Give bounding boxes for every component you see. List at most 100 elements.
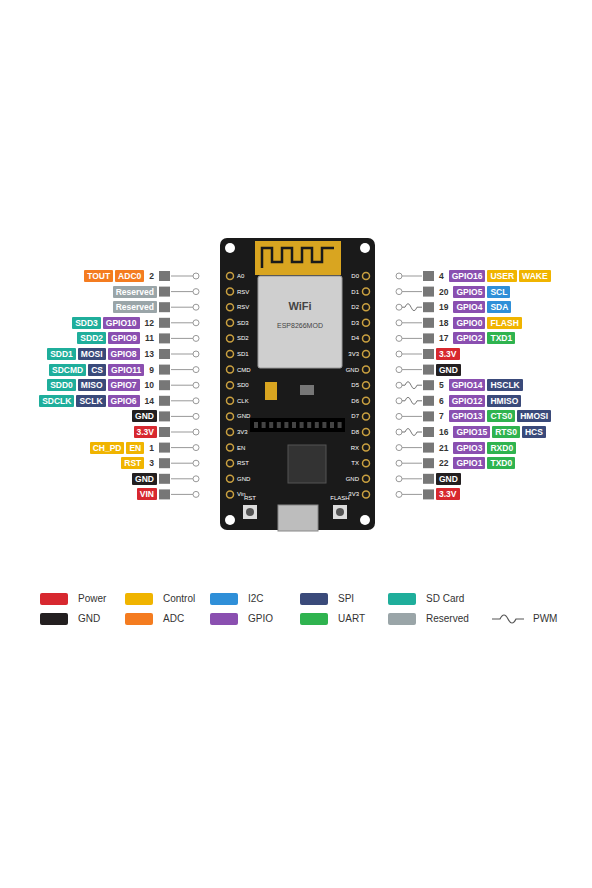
- legend-swatch: [40, 613, 68, 625]
- button-cap: [336, 508, 344, 516]
- pwm-symbol: [402, 382, 422, 389]
- pin-number: 2: [146, 270, 157, 282]
- pin-hole: [363, 319, 370, 326]
- silkscreen-label: D4: [351, 334, 359, 342]
- pin-hole: [227, 444, 234, 451]
- pin-marker: [193, 460, 199, 466]
- spi-tag: HCS: [522, 426, 546, 438]
- leader-line: [171, 385, 193, 386]
- pin-square: [159, 474, 170, 484]
- pin-number: 3: [146, 457, 157, 469]
- gpio-tag: GPIO9: [108, 332, 140, 344]
- legend-text: Reserved: [426, 613, 469, 625]
- pin-square: [159, 380, 170, 390]
- pwm-symbol: [402, 304, 422, 311]
- gpio-tag: GPIO2: [453, 332, 485, 344]
- power-tag: 3.3V: [436, 488, 460, 500]
- pin-square: [159, 287, 170, 297]
- pin-number: 11: [142, 332, 157, 344]
- leader-line: [171, 338, 193, 339]
- pin-hole: [227, 319, 234, 326]
- pin-marker: [193, 320, 199, 326]
- pin-square: [423, 302, 434, 312]
- pin-marker: [193, 429, 199, 435]
- power-tag: VIN: [137, 488, 157, 500]
- pin-number: 21: [436, 442, 451, 454]
- i2c-tag: SCL: [487, 286, 510, 298]
- silkscreen-label: SD2: [237, 334, 249, 342]
- pin-hole: [227, 397, 234, 404]
- leader-line: [171, 447, 193, 448]
- gpio-tag: GPIO14: [449, 379, 486, 391]
- button-cap: [246, 508, 254, 516]
- spi-tag: SCLK: [76, 395, 105, 407]
- component: [300, 385, 314, 395]
- spi-tag: HMISO: [487, 395, 521, 407]
- silkscreen-label: RST: [237, 459, 249, 467]
- legend-swatch: [40, 593, 68, 605]
- header-pin: [284, 422, 288, 428]
- silkscreen-label: D6: [351, 397, 359, 405]
- silkscreen-label: SD3: [237, 319, 249, 327]
- pin-hole: [227, 491, 234, 498]
- control-tag: CH_PD: [90, 442, 125, 454]
- control-tag: WAKE: [519, 270, 551, 282]
- spi-tag: CS: [88, 364, 106, 376]
- leader-line: [171, 307, 193, 308]
- spi-tag: HSCLK: [487, 379, 522, 391]
- gpio-tag: GPIO1: [453, 457, 485, 469]
- pin-number: 17: [436, 332, 451, 344]
- legend-swatch: [125, 613, 153, 625]
- pin-square: [423, 380, 434, 390]
- module-shield: [258, 276, 342, 368]
- silkscreen-label: D8: [351, 428, 359, 436]
- silkscreen-label: GND: [237, 412, 250, 420]
- spi-tag: MOSI: [78, 348, 106, 360]
- antenna-trace: [262, 248, 334, 268]
- power-tag: 3.3V: [436, 348, 460, 360]
- pin-number: 14: [142, 395, 157, 407]
- pin-hole: [227, 288, 234, 295]
- gnd-tag: GND: [436, 364, 461, 376]
- antenna-area: [255, 241, 341, 275]
- pin-square: [423, 396, 434, 406]
- module-marking: WiFi: [288, 300, 311, 313]
- pin-marker: [396, 476, 402, 482]
- pin-hole: [363, 397, 370, 404]
- board: [220, 238, 375, 530]
- pin-hole: [227, 382, 234, 389]
- uart-tag: TXD1: [487, 332, 515, 344]
- pin-square: [159, 443, 170, 453]
- pin-number: 4: [436, 270, 447, 282]
- pin-hole: [227, 413, 234, 420]
- pin-marker: [396, 445, 402, 451]
- silkscreen-label: D1: [351, 288, 359, 296]
- pin-number: 13: [142, 348, 157, 360]
- legend-text: Control: [163, 593, 195, 605]
- silkscreen-label: RSV: [237, 288, 249, 296]
- pin-marker: [396, 413, 402, 419]
- pin-square: [423, 411, 434, 421]
- pin-number: 10: [142, 379, 157, 391]
- pin-hole: [227, 335, 234, 342]
- pin-hole: [227, 351, 234, 358]
- pin-square: [159, 333, 170, 343]
- pin-marker: [396, 289, 402, 295]
- legend-text: UART: [338, 613, 365, 625]
- pwm-symbol: [492, 615, 524, 623]
- pin-number: 16: [436, 426, 451, 438]
- pin-number: 19: [436, 301, 451, 313]
- header-pin: [307, 422, 311, 428]
- pin-hole: [227, 304, 234, 311]
- leader-line: [402, 447, 422, 448]
- pin-hole: [363, 413, 370, 420]
- pin-number: 12: [142, 317, 157, 329]
- pin-square: [159, 411, 170, 421]
- legend-text: GPIO: [248, 613, 273, 625]
- pin-marker: [193, 289, 199, 295]
- gpio-tag: GPIO5: [453, 286, 485, 298]
- pin-hole: [363, 335, 370, 342]
- pin-square: [159, 365, 170, 375]
- silkscreen-label: SD0: [237, 381, 249, 389]
- leader-line: [171, 463, 193, 464]
